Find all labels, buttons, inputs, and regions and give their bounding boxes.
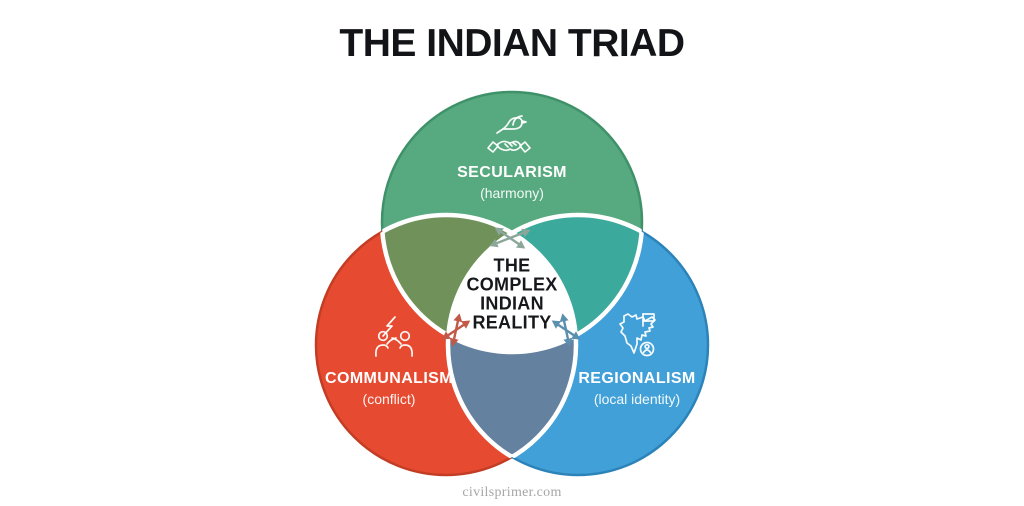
india-map-icon (619, 313, 656, 357)
dove-handshake-icon (487, 115, 531, 153)
center-label-line-2: COMPLEX (466, 274, 558, 295)
center-label-line-3: INDIAN (480, 293, 544, 314)
sublabel-communalism: (conflict) (362, 391, 416, 407)
label-communalism: COMMUNALISM (325, 370, 453, 387)
tension-arrows-top-icon (489, 227, 531, 249)
separator-arc-regionalism (445, 212, 642, 475)
label-secularism: SECULARISM (457, 164, 567, 181)
page-title: THE INDIAN TRIAD (339, 22, 685, 65)
separator-arc-communalism (382, 212, 579, 475)
center-label-line-1: THE (493, 255, 531, 276)
tension-arrows-right-icon (551, 313, 581, 347)
label-regionalism: REGIONALISM (578, 370, 696, 387)
tension-arrows-left-icon (441, 313, 471, 347)
sublabel-secularism: (harmony) (480, 185, 544, 201)
center-label-line-4: REALITY (472, 312, 552, 333)
watermark: civilsprimer.com (462, 485, 562, 500)
people-conflict-icon (375, 316, 413, 357)
sublabel-regionalism: (local identity) (593, 391, 681, 407)
